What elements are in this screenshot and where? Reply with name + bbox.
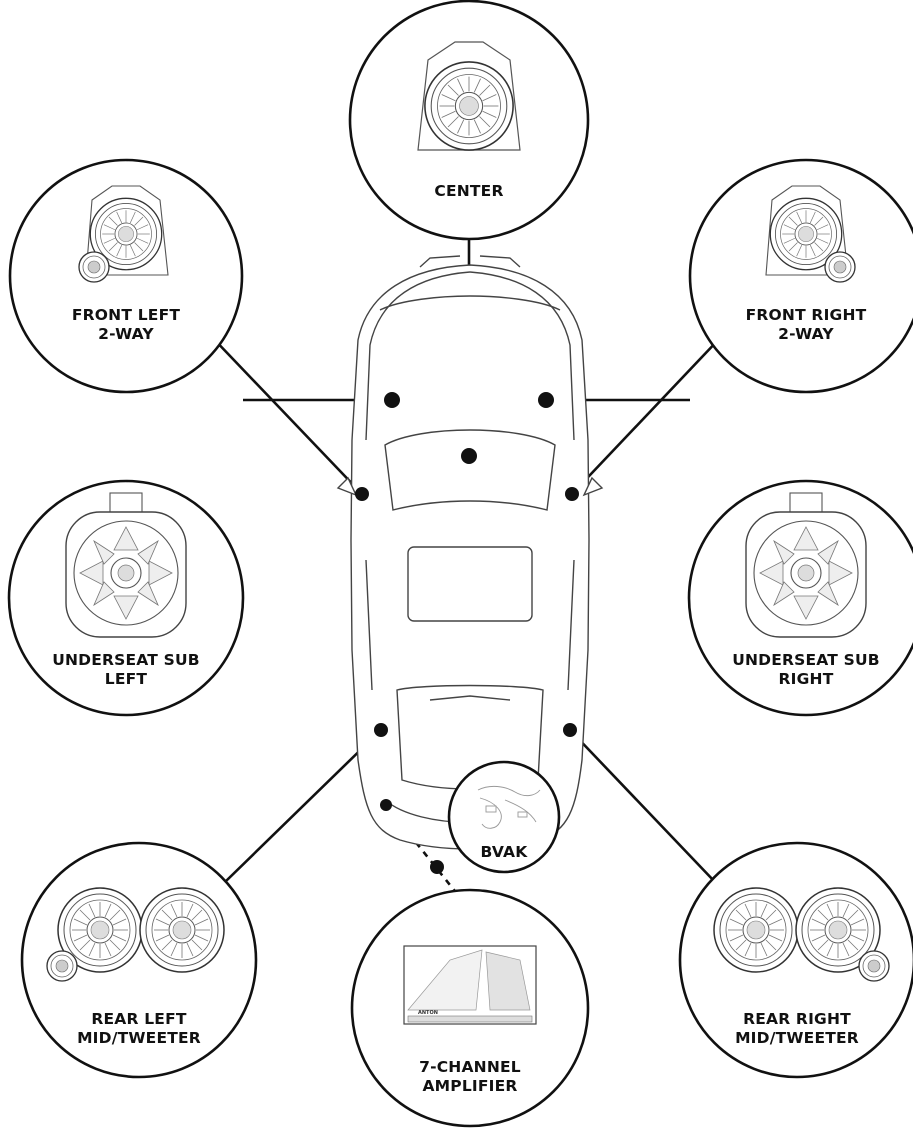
car-top-view [338,256,602,849]
dot-amp [380,799,392,811]
callout-center [350,1,588,239]
dot-rear-left [374,723,388,737]
dot-bvak [430,860,444,874]
callout-front-left [10,160,242,392]
dot-front-left [355,487,369,501]
label-amplifier: 7-CHANNEL AMPLIFIER [400,1058,540,1096]
dot-front-right [565,487,579,501]
dot-center [461,448,477,464]
label-center: CENTER [419,182,519,201]
label-rear-right: REAR RIGHT MID/TWEETER [712,1010,882,1048]
dot-rear-right [563,723,577,737]
sub-connector [110,493,142,513]
dot-sub-right [538,392,554,408]
amp-brand-text: ANTON [418,1010,438,1016]
label-sub-right: UNDERSEAT SUB RIGHT [716,651,896,689]
label-rear-left: REAR LEFT MID/TWEETER [54,1010,224,1048]
label-front-left: FRONT LEFT 2-WAY [46,306,206,344]
callout-front-right [690,160,913,392]
label-bvak: BVAK [464,843,544,862]
label-front-right: FRONT RIGHT 2-WAY [726,306,886,344]
label-sub-left: UNDERSEAT SUB LEFT [36,651,216,689]
dot-sub-left [384,392,400,408]
